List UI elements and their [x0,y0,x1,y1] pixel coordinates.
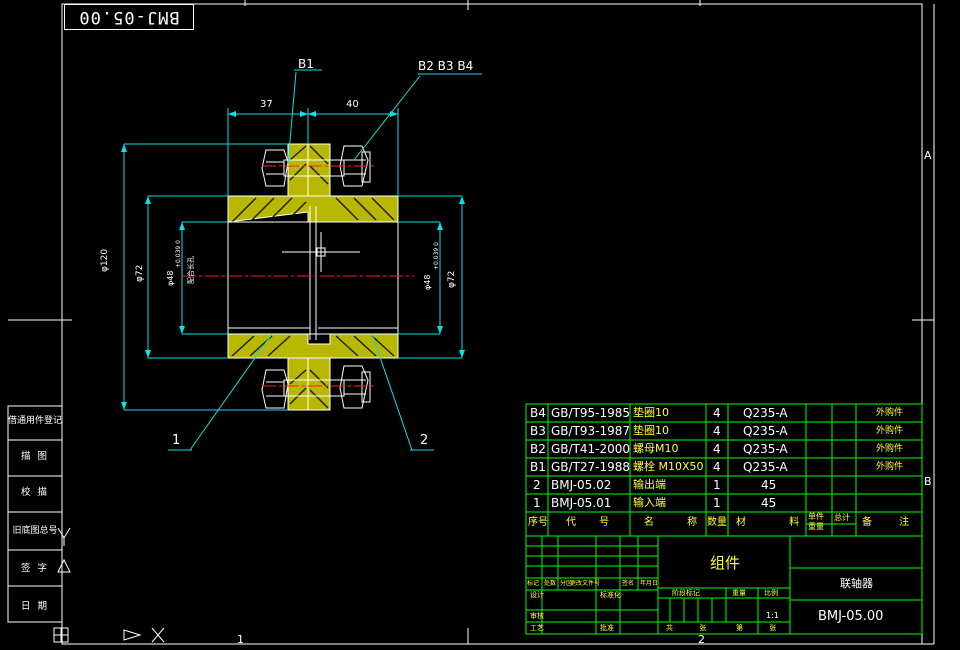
callout-part-1: 1 [172,433,181,448]
bom-qty: 4 [713,424,721,438]
side-label-check: 校 描 [20,487,50,498]
bom-name: 输出端 [633,478,666,491]
dim-dia120: φ120 [100,248,110,272]
bom-header-note: 备 注 [862,517,910,528]
dim-bore-right-tol: +0.039 0 [433,242,440,270]
tb-sheet: 第 张 [736,624,777,632]
tb-ratio: 比例 [764,589,778,597]
dim-bore-right: φ48 [423,274,432,290]
tb-mark: 标记 [527,580,540,587]
tb-sign: 签名 [622,580,635,587]
bom-name: 垫圈10 [633,424,669,437]
bom-note: 外购件 [876,444,904,454]
frame-ticks [244,0,701,6]
bom-material: 45 [761,478,777,492]
tb-standardize: 标准化 [600,591,621,599]
bom-header-total: 总计 [834,513,850,522]
tb-process: 工艺 [530,624,544,632]
bom-seq: 2 [533,478,541,492]
dim-dia72-right: φ72 [447,270,457,288]
bom-qty: 4 [713,460,721,474]
tb-review: 审核 [530,612,544,620]
bom-material: Q235-A [743,460,788,474]
bom-header-name: 名 称 [644,517,698,528]
bom-qty: 4 [713,406,721,420]
bom-code: GB/T93-1987 [551,424,631,438]
part-name: 联轴器 [840,577,873,590]
ucs-icon [53,527,165,643]
dim-bore-left-note: 配合长孔 [187,256,195,284]
dim-dia72-left: φ72 [135,264,145,282]
bom-code: GB/T95-1985 [551,406,631,420]
tb-zone: 分区 [560,580,573,587]
tb-approve: 批准 [600,624,614,632]
bom-seq: B1 [530,460,546,474]
bom-material: Q235-A [743,406,788,420]
callout-b2-b3-b4: B2 B3 B4 [418,59,474,73]
key-crosshair [282,232,360,272]
dim-bore-left-tol: +0.039 0 [175,240,182,268]
dim-37: 37 [260,99,273,110]
tb-total-sheets: 共 张 [666,624,707,632]
assembly-label: 组件 [710,554,741,572]
bom-material: 45 [761,496,777,510]
side-label-old-number: 旧底图总号 [12,525,58,536]
bom-note: 外购件 [876,426,904,436]
bom-code: BMJ-05.02 [551,478,612,492]
border-mark-2: 2 [698,633,705,646]
center-lines [182,165,414,387]
tb-stage-mark: 阶段标记 [672,589,700,597]
border-mark-b: B [924,475,932,488]
bom-material: Q235-A [743,424,788,438]
bom-name: 螺母M10 [633,442,679,455]
bom-table-grid [525,403,923,635]
callout-b1: B1 [298,57,314,71]
border-mark-a: A [924,149,932,162]
bom-seq: B2 [530,442,546,456]
tb-date: 年月日 [640,580,659,587]
bom-code: GB/T27-1988 [551,460,631,474]
bom-name: 垫圈10 [633,406,669,419]
bom-seq: B4 [530,406,546,420]
bom-qty: 1 [713,478,721,492]
coupling-section [227,143,399,411]
tb-change-doc: 更改文件号 [570,580,601,587]
bom-header-code: 代 号 [566,517,610,528]
bom-qty: 4 [713,442,721,456]
bom-header-qty: 数量 [707,517,727,528]
drawing-number-stamp: BMJ-05.00 [64,4,194,30]
dimension-lines [123,69,482,451]
title-drawing-number: BMJ-05.00 [818,609,884,624]
bom-code: BMJ-05.01 [551,496,612,510]
bom-note: 外购件 [876,462,904,472]
side-label-trace: 描 图 [20,451,50,462]
drawing-frame [8,0,935,645]
side-label-sign: 签 字 [20,563,50,574]
bom-qty: 1 [713,496,721,510]
side-label-register: 借通用件登记 [8,415,63,426]
tb-count: 处数 [544,580,557,587]
dimension-arrows [121,111,465,410]
border-mark-1: 1 [237,633,244,646]
callout-part-2: 2 [420,433,429,448]
bom-name: 输入端 [633,496,666,509]
bom-code: GB/T41-2000 [551,442,631,456]
side-label-date: 日 期 [20,601,50,612]
tb-weight: 重量 [732,589,746,597]
bom-name: 螺栓 M10X50 [633,460,704,473]
tb-design: 设计 [530,591,544,599]
scale-value: 1:1 [766,611,779,620]
bom-material: Q235-A [743,442,788,456]
dim-bore-left: φ48 [166,270,175,286]
bom-seq: B3 [530,424,546,438]
dim-40: 40 [346,99,359,110]
bom-header-seq: 序号 [528,517,548,528]
bom-seq: 1 [533,496,541,510]
bom-header-unit-weight: 单件 重量 [808,512,824,532]
bom-header-material: 材 料 [736,517,800,528]
bom-note: 外购件 [876,408,904,418]
side-table-grid [7,405,63,623]
